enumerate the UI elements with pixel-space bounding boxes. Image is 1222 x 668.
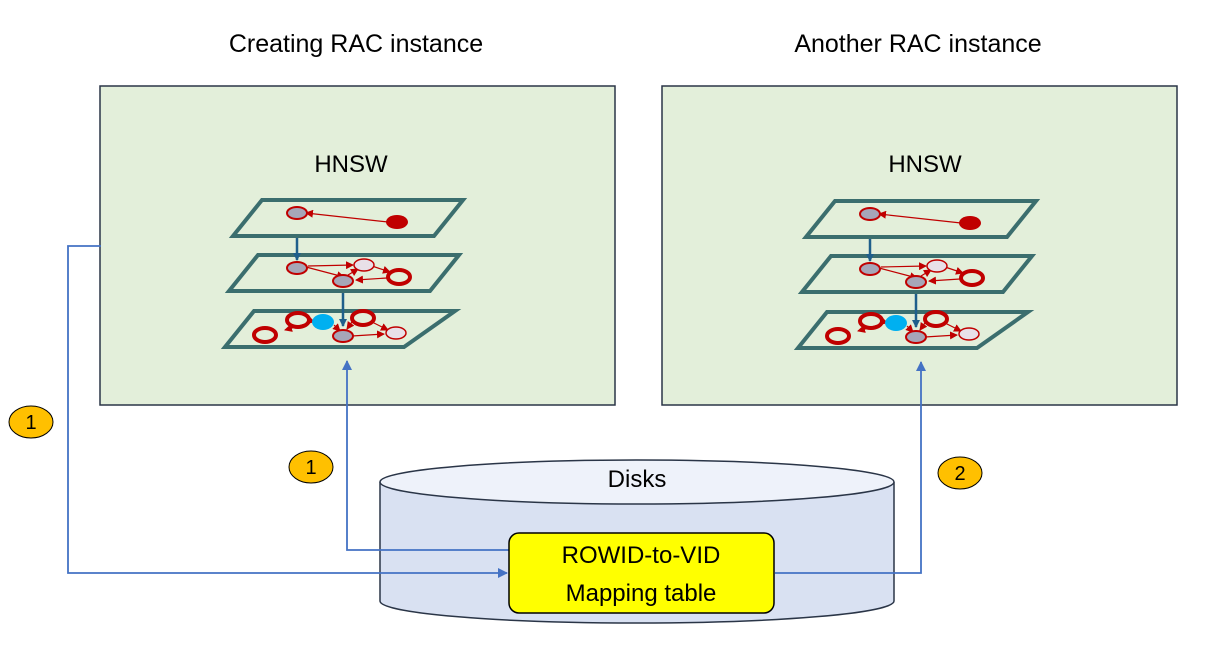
hnsw-layer-stack-icon xyxy=(793,199,1041,350)
step-badge: 1 xyxy=(8,405,54,439)
step-badge: 1 xyxy=(288,450,334,484)
another-instance-panel xyxy=(661,85,1178,406)
mapping-table-box xyxy=(508,532,775,614)
mapping-table-line1: ROWID-to-VID xyxy=(562,542,721,569)
svg-text:2: 2 xyxy=(954,463,965,485)
mapping-table-line2: Mapping table xyxy=(566,580,717,607)
hnsw-label-left: HNSW xyxy=(314,151,388,178)
connector-table-to-another-hnsw xyxy=(775,361,926,574)
svg-text:1: 1 xyxy=(305,457,316,479)
hnsw-label-right: HNSW xyxy=(888,151,962,178)
svg-text:1: 1 xyxy=(25,412,36,434)
hnsw-layer-stack-icon xyxy=(220,198,468,349)
another-instance-title: Another RAC instance xyxy=(794,30,1041,58)
creating-instance-title: Creating RAC instance xyxy=(229,30,483,58)
step-badge: 2 xyxy=(937,456,983,490)
connector-table-to-creating-hnsw xyxy=(342,360,509,551)
disks-label: Disks xyxy=(608,466,667,493)
connector-create-to-table xyxy=(67,245,508,578)
creating-instance-panel xyxy=(99,85,616,406)
